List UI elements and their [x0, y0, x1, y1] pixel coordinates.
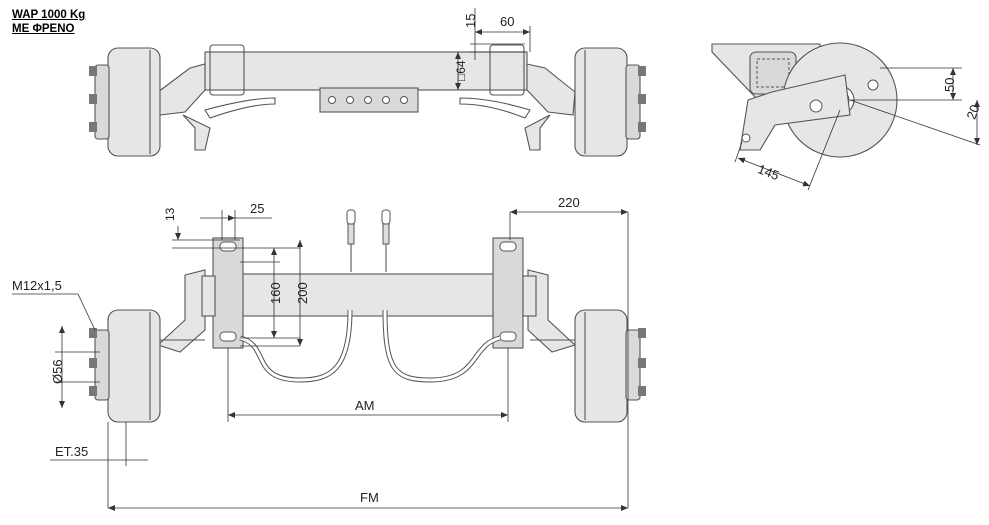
- front-axle-tube: [214, 273, 506, 317]
- front-right-arm: [527, 269, 577, 353]
- dim-200: 200: [295, 282, 310, 304]
- front-view: 13 25 220 160 200 M12x1,5 Ø56 ET.35: [12, 195, 646, 511]
- front-right-brake-drum: [574, 309, 628, 423]
- dim-220: 220: [558, 195, 580, 210]
- dim-offset: ET.35: [55, 444, 88, 459]
- dim-160: 160: [268, 282, 283, 304]
- top-right-hub: [625, 64, 641, 140]
- top-cable-left: [204, 97, 276, 119]
- front-left-hub: [94, 329, 110, 401]
- front-left-wheel-studs: [89, 328, 97, 396]
- top-left-hub: [94, 64, 110, 140]
- dim-hub-diameter: Ø56: [50, 359, 65, 384]
- top-right-brake-drum: [574, 47, 628, 157]
- side-view: 50 20 145: [711, 42, 983, 191]
- front-right-bracket: [492, 237, 524, 349]
- front-left-arm: [156, 269, 206, 353]
- dim-25: 25: [250, 201, 264, 216]
- top-axle-beam: [204, 51, 528, 91]
- top-right-wheel-studs: [638, 66, 646, 132]
- dim-15: 15: [463, 14, 478, 28]
- top-view: 15 60 □64: [89, 8, 646, 157]
- front-right-end: [522, 275, 537, 317]
- front-right-wheel-studs: [638, 328, 646, 396]
- front-left-brake-drum: [107, 309, 161, 423]
- dim-fm: FM: [360, 490, 379, 505]
- thread-callout: M12x1,5: [12, 278, 62, 293]
- dim-13: 13: [163, 207, 177, 221]
- top-right-arm: [526, 63, 576, 116]
- mount-plate-holes: [328, 96, 408, 104]
- drawing-subtitle: ΜΕ ΦΡΕΝΟ: [12, 23, 75, 35]
- top-left-arm: [157, 63, 206, 116]
- top-u-bolt-left: [209, 44, 245, 96]
- top-left-brake-drum: [107, 47, 161, 157]
- dim-145: 145: [756, 161, 782, 183]
- dim-64: □64: [454, 60, 468, 81]
- dim-60: 60: [500, 14, 514, 29]
- front-cable-ends: [346, 209, 391, 272]
- side-swing-arm: [739, 74, 851, 151]
- drawing-title: WAP 1000 Kg: [12, 9, 86, 21]
- top-cable-right: [459, 97, 531, 119]
- top-left-wheel-studs: [89, 66, 97, 132]
- dim-20: 20: [964, 103, 983, 122]
- front-left-bracket: [212, 237, 244, 349]
- top-u-bolt-right: [489, 44, 525, 96]
- top-left-lever: [182, 114, 211, 151]
- top-right-lever: [524, 114, 551, 151]
- front-left-end: [201, 275, 216, 317]
- front-cable-right: [382, 309, 501, 383]
- dim-50: 50: [942, 78, 957, 92]
- dim-am: AM: [355, 398, 375, 413]
